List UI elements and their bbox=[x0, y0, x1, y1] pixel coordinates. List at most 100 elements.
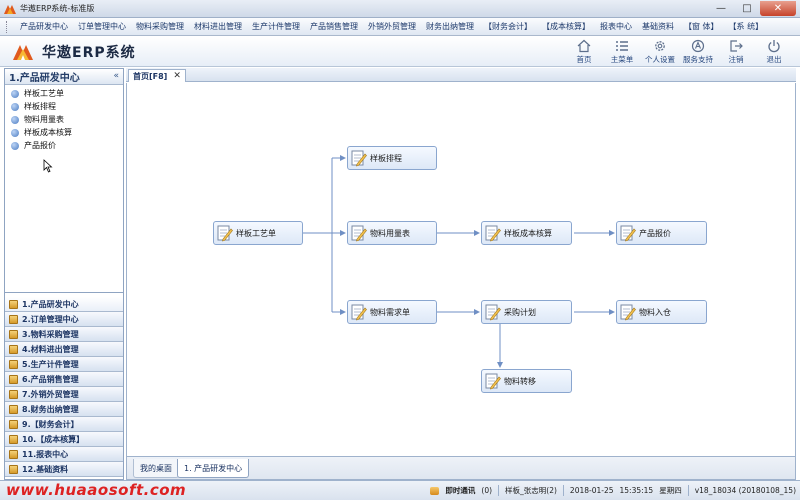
module-cashier[interactable]: 8.财务出纳管理 bbox=[5, 402, 123, 417]
menu-item-orders[interactable]: 订单管理中心 bbox=[78, 22, 126, 31]
folder-icon bbox=[9, 449, 18, 459]
menu-item-purchasing[interactable]: 物料采购管理 bbox=[136, 22, 184, 31]
sidebar-link-label: 样板工艺单 bbox=[24, 89, 64, 98]
module-sales[interactable]: 6.产品销售管理 bbox=[5, 372, 123, 387]
module-product-rd[interactable]: 1.产品研发中心 bbox=[5, 297, 123, 312]
current-user: 样板_张志明(2) bbox=[505, 486, 557, 495]
collapse-sidebar-button[interactable]: « bbox=[113, 71, 119, 81]
sidebar-link-sample-costing[interactable]: 样板成本核算 bbox=[5, 126, 123, 139]
folder-icon bbox=[9, 299, 18, 309]
folder-icon bbox=[9, 419, 18, 429]
support-icon bbox=[691, 39, 705, 53]
menu-item-basic-data[interactable]: 基础资料 bbox=[642, 22, 674, 31]
gear-icon bbox=[655, 41, 665, 51]
sidebar-link-material-usage[interactable]: 物料用量表 bbox=[5, 113, 123, 126]
flow-node-purchase-plan[interactable]: 采购计划 bbox=[481, 300, 572, 324]
flow-node-label: 物料需求单 bbox=[370, 307, 410, 317]
menu-item-reports[interactable]: 报表中心 bbox=[600, 22, 632, 31]
tab-home[interactable]: 首页[F8] ✕ bbox=[128, 69, 186, 82]
module-piecework[interactable]: 5.生产计件管理 bbox=[5, 357, 123, 372]
flow-node-sample-schedule[interactable]: 样板排程 bbox=[347, 146, 437, 170]
status-weekday: 星期四 bbox=[659, 486, 682, 495]
menu-grip bbox=[6, 20, 9, 33]
list-icon bbox=[616, 41, 628, 51]
home-button[interactable]: 首页 bbox=[568, 39, 600, 65]
bottom-tab-bar: 我的桌面 1. 产品研发中心 bbox=[126, 456, 796, 480]
flow-node-label: 物料转移 bbox=[504, 376, 536, 386]
status-bar: www.huaaosoft.com 即时通讯 (0) 样板_张志明(2) 201… bbox=[0, 480, 800, 500]
tab-my-desktop[interactable]: 我的桌面 bbox=[133, 459, 179, 478]
document-edit-icon bbox=[485, 373, 501, 390]
folder-icon bbox=[9, 374, 18, 384]
main-menu-button[interactable]: 主菜单 bbox=[606, 39, 638, 65]
sidebar-link-product-quote[interactable]: 产品报价 bbox=[5, 139, 123, 152]
logout-button[interactable]: 注销 bbox=[720, 39, 752, 65]
chat-icon bbox=[430, 486, 440, 495]
folder-icon bbox=[9, 344, 18, 354]
document-edit-icon bbox=[351, 304, 367, 321]
sidebar-link-label: 样板成本核算 bbox=[24, 128, 72, 137]
module-accounting[interactable]: 9.【财务会计】 bbox=[5, 417, 123, 432]
service-support-button[interactable]: 服务支持 bbox=[682, 39, 714, 65]
tab-product-rd-center[interactable]: 1. 产品研发中心 bbox=[177, 459, 250, 478]
minimize-button[interactable]: — bbox=[716, 3, 726, 14]
bullet-icon bbox=[11, 141, 19, 150]
module-label: 9.【财务会计】 bbox=[22, 419, 79, 429]
menu-item-materials[interactable]: 材料进出管理 bbox=[194, 22, 242, 31]
menu-item-product-rd[interactable]: 产品研发中心 bbox=[20, 22, 68, 31]
close-button[interactable]: ✕ bbox=[760, 1, 796, 16]
menu-item-system[interactable]: 【系 统】 bbox=[728, 22, 764, 31]
sidebar-title: 1.产品研发中心 bbox=[9, 73, 80, 84]
flow-node-label: 样板排程 bbox=[370, 153, 402, 163]
module-materials[interactable]: 4.材料进出管理 bbox=[5, 342, 123, 357]
module-label: 12.基础资料 bbox=[22, 464, 69, 474]
flow-node-product-quote[interactable]: 产品报价 bbox=[616, 221, 707, 245]
module-label: 4.材料进出管理 bbox=[22, 344, 79, 354]
flow-node-material-usage[interactable]: 物料用量表 bbox=[347, 221, 437, 245]
flow-node-material-warehousing[interactable]: 物料入仓 bbox=[616, 300, 707, 324]
document-edit-icon bbox=[620, 225, 636, 242]
module-orders[interactable]: 2.订单管理中心 bbox=[5, 312, 123, 327]
module-purchasing[interactable]: 3.物料采购管理 bbox=[5, 327, 123, 342]
menu-item-costing[interactable]: 【成本核算】 bbox=[542, 22, 590, 31]
website-watermark: www.huaaosoft.com bbox=[6, 481, 187, 499]
personal-settings-button[interactable]: 个人设置 bbox=[644, 39, 676, 65]
module-basic-data[interactable]: 12.基础资料 bbox=[5, 462, 123, 477]
module-label: 6.产品销售管理 bbox=[22, 374, 79, 384]
flow-node-sample-process-sheet[interactable]: 样板工艺单 bbox=[213, 221, 303, 245]
folder-icon bbox=[9, 359, 18, 369]
module-export[interactable]: 7.外销外贸管理 bbox=[5, 387, 123, 402]
main-menu-label: 主菜单 bbox=[610, 55, 634, 64]
workflow-connectors bbox=[303, 155, 615, 368]
menu-item-cashier[interactable]: 财务出纳管理 bbox=[426, 22, 474, 31]
menu-item-window[interactable]: 【窗 体】 bbox=[684, 22, 719, 31]
menu-item-sales[interactable]: 产品销售管理 bbox=[310, 22, 358, 31]
brand-logo: 华遨ERP系统 bbox=[12, 42, 136, 62]
sidebar-link-sample-schedule[interactable]: 样板排程 bbox=[5, 100, 123, 113]
tab-close-icon[interactable]: ✕ bbox=[173, 71, 181, 81]
menu-item-piecework[interactable]: 生产计件管理 bbox=[252, 22, 300, 31]
flow-node-material-transfer[interactable]: 物料转移 bbox=[481, 369, 572, 393]
document-edit-icon bbox=[485, 304, 501, 321]
sidebar-link-list: 样板工艺单 样板排程 物料用量表 样板成本核算 产品报价 bbox=[5, 85, 123, 293]
window-title: 华遨ERP系统-标准版 bbox=[20, 4, 95, 13]
sidebar-link-label: 样板排程 bbox=[24, 102, 56, 111]
menu-item-accounting[interactable]: 【财务会计】 bbox=[484, 22, 532, 31]
instant-messaging-link[interactable]: 即时通讯 bbox=[445, 486, 476, 495]
menu-item-export[interactable]: 外销外贸管理 bbox=[368, 22, 416, 31]
flow-node-sample-costing[interactable]: 样板成本核算 bbox=[481, 221, 572, 245]
module-label: 1.产品研发中心 bbox=[22, 299, 79, 309]
bullet-icon bbox=[11, 115, 19, 124]
module-reports[interactable]: 11.报表中心 bbox=[5, 447, 123, 462]
status-time: 15:35:15 bbox=[619, 486, 654, 495]
flow-node-label: 样板成本核算 bbox=[504, 228, 552, 238]
exit-button[interactable]: 退出 bbox=[758, 39, 790, 65]
maximize-button[interactable]: □ bbox=[742, 3, 752, 14]
sidebar-link-sample-process[interactable]: 样板工艺单 bbox=[5, 87, 123, 100]
status-info: 即时通讯 (0) 样板_张志明(2) 2018-01-25 15:35:15 星… bbox=[430, 485, 796, 496]
flow-node-material-requirement[interactable]: 物料需求单 bbox=[347, 300, 437, 324]
menu-bar: 产品研发中心 订单管理中心 物料采购管理 材料进出管理 生产计件管理 产品销售管… bbox=[0, 18, 800, 36]
home-icon bbox=[577, 39, 591, 53]
module-costing[interactable]: 10.【成本核算】 bbox=[5, 432, 123, 447]
brand-logo-icon bbox=[13, 45, 33, 60]
